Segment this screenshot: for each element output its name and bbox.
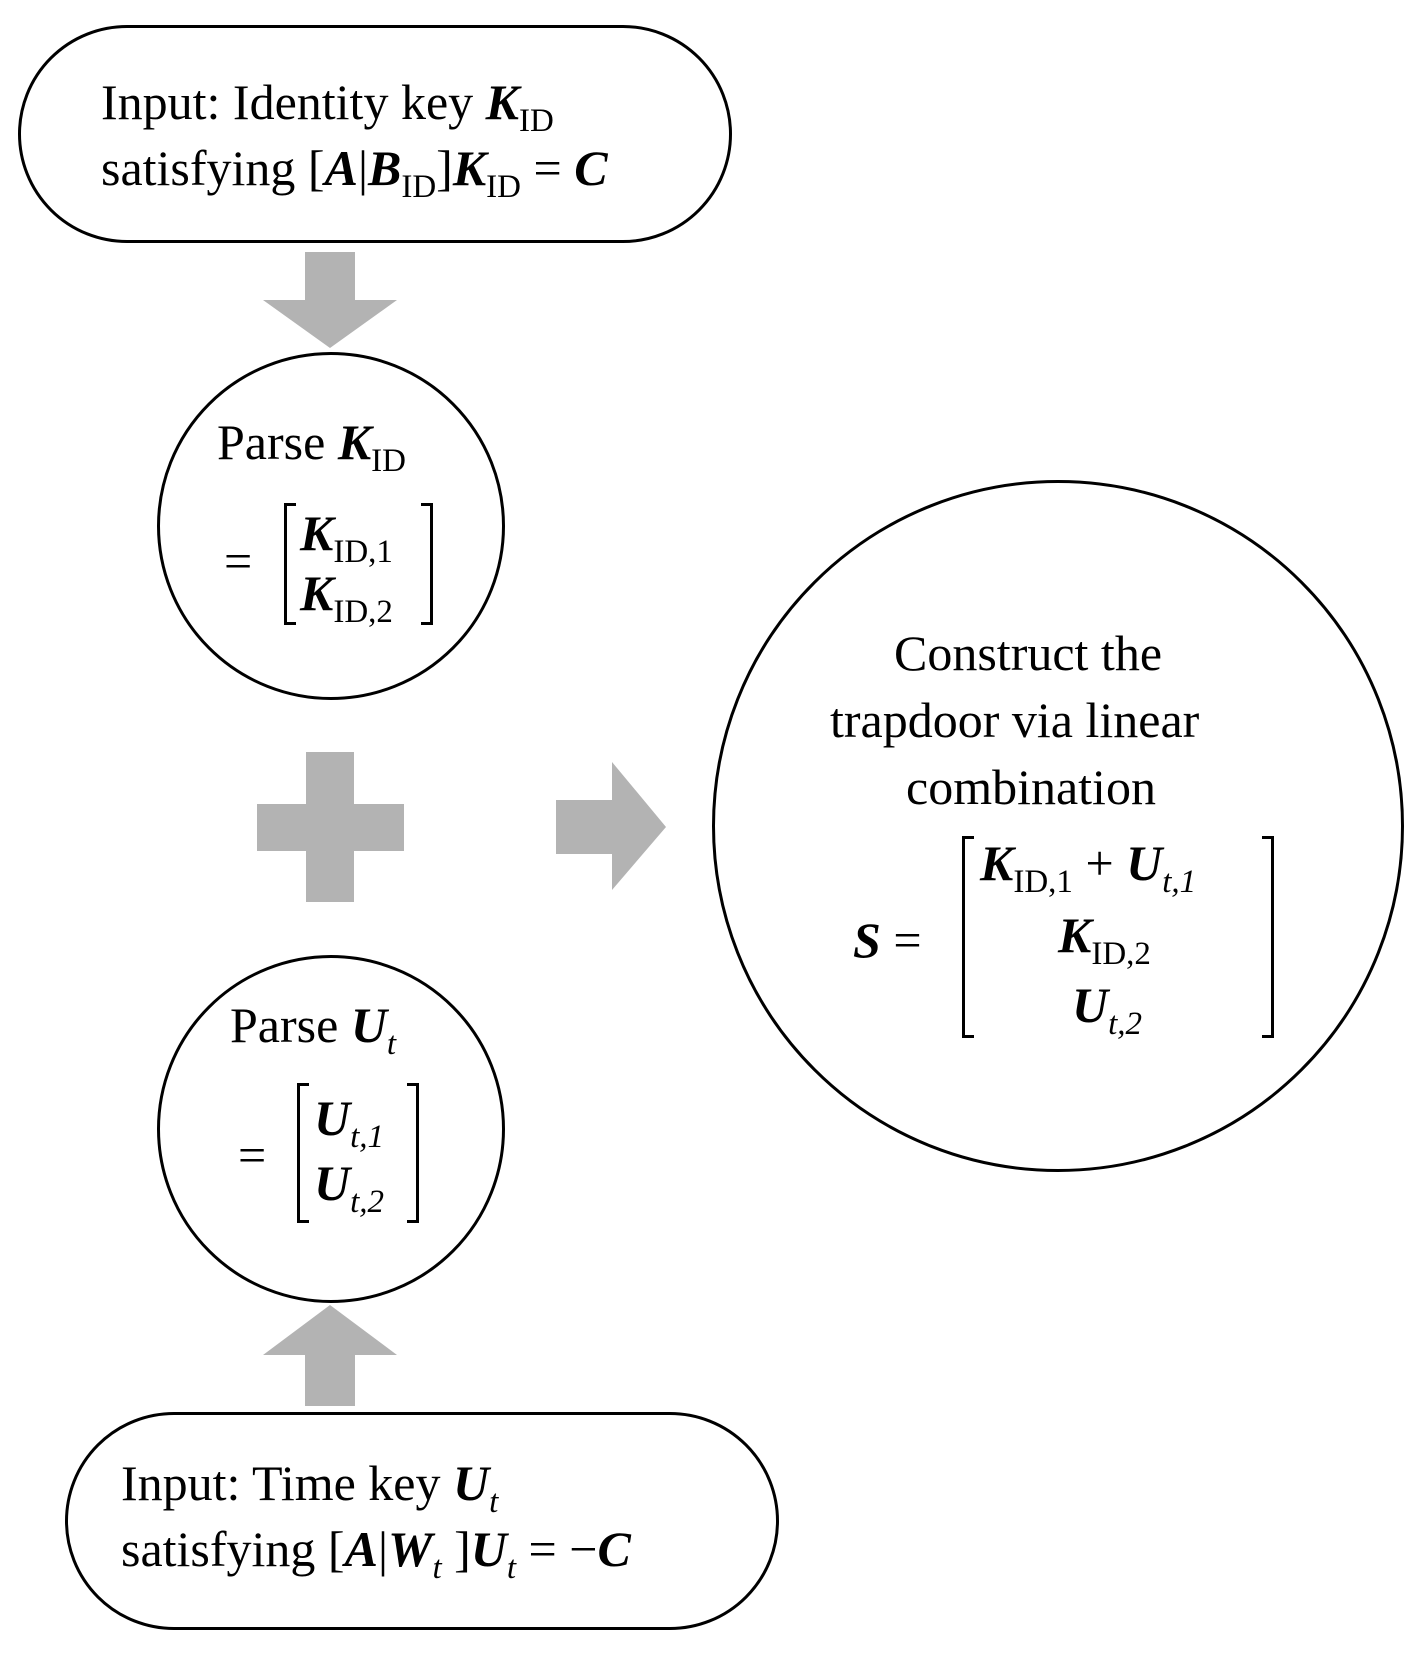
time-key-input-node xyxy=(65,1412,779,1630)
identity-key-input-node xyxy=(18,25,732,243)
result-right-bracket xyxy=(1262,836,1274,1038)
parse-k-left-bracket xyxy=(284,503,296,625)
parse-k-row2: KID,2 xyxy=(300,565,393,630)
result-title-line2: trapdoor via linear xyxy=(830,692,1200,748)
parse-u-title: Parse Ut xyxy=(230,997,397,1062)
parse-k-row1: KID,1 xyxy=(300,505,393,570)
result-row2: KID,2 xyxy=(1058,907,1151,972)
parse-identity-key-node xyxy=(157,352,505,700)
result-title-line3: combination xyxy=(906,759,1156,815)
parse-k-right-bracket xyxy=(421,503,433,625)
result-title-line1: Construct the xyxy=(894,625,1163,681)
parse-u-left-bracket xyxy=(297,1083,309,1223)
parse-u-row2: Ut,2 xyxy=(314,1155,385,1220)
result-row1: KID,1 + Ut,1 xyxy=(980,835,1197,900)
parse-u-row1: Ut,1 xyxy=(314,1090,385,1155)
time-key-line1: Input: Time key Ut xyxy=(121,1455,499,1520)
result-row3: Ut,2 xyxy=(1072,977,1143,1042)
result-s-equals: S = xyxy=(853,912,922,968)
parse-k-equals: = xyxy=(224,533,253,589)
time-key-line2: satisfying [A|Wt ]Ut = −C xyxy=(121,1521,631,1586)
construct-trapdoor-node xyxy=(712,480,1404,1172)
parse-time-key-node xyxy=(157,955,505,1303)
result-left-bracket xyxy=(962,836,974,1038)
identity-key-line2: satisfying [A|BID]KID = C xyxy=(101,140,608,205)
parse-k-title: Parse KID xyxy=(217,414,406,479)
down-arrow xyxy=(263,252,397,348)
right-arrow xyxy=(556,762,666,890)
parse-u-equals: = xyxy=(238,1127,267,1183)
parse-u-right-bracket xyxy=(407,1083,419,1223)
up-arrow xyxy=(263,1305,397,1406)
identity-key-line1: Input: Identity key KID xyxy=(101,74,554,139)
plus-icon xyxy=(257,752,404,902)
